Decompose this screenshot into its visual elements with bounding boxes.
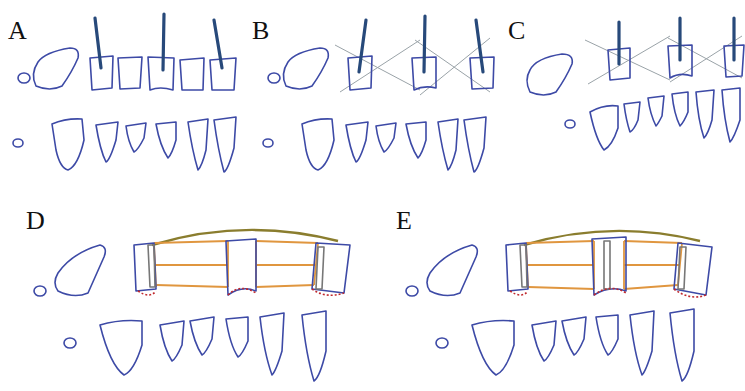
panel-letter: A bbox=[8, 18, 27, 44]
panel-letter: B bbox=[252, 18, 269, 44]
panel-letter: C bbox=[508, 18, 525, 44]
panel-letter: D bbox=[26, 208, 45, 234]
panel-letter: E bbox=[396, 208, 412, 234]
